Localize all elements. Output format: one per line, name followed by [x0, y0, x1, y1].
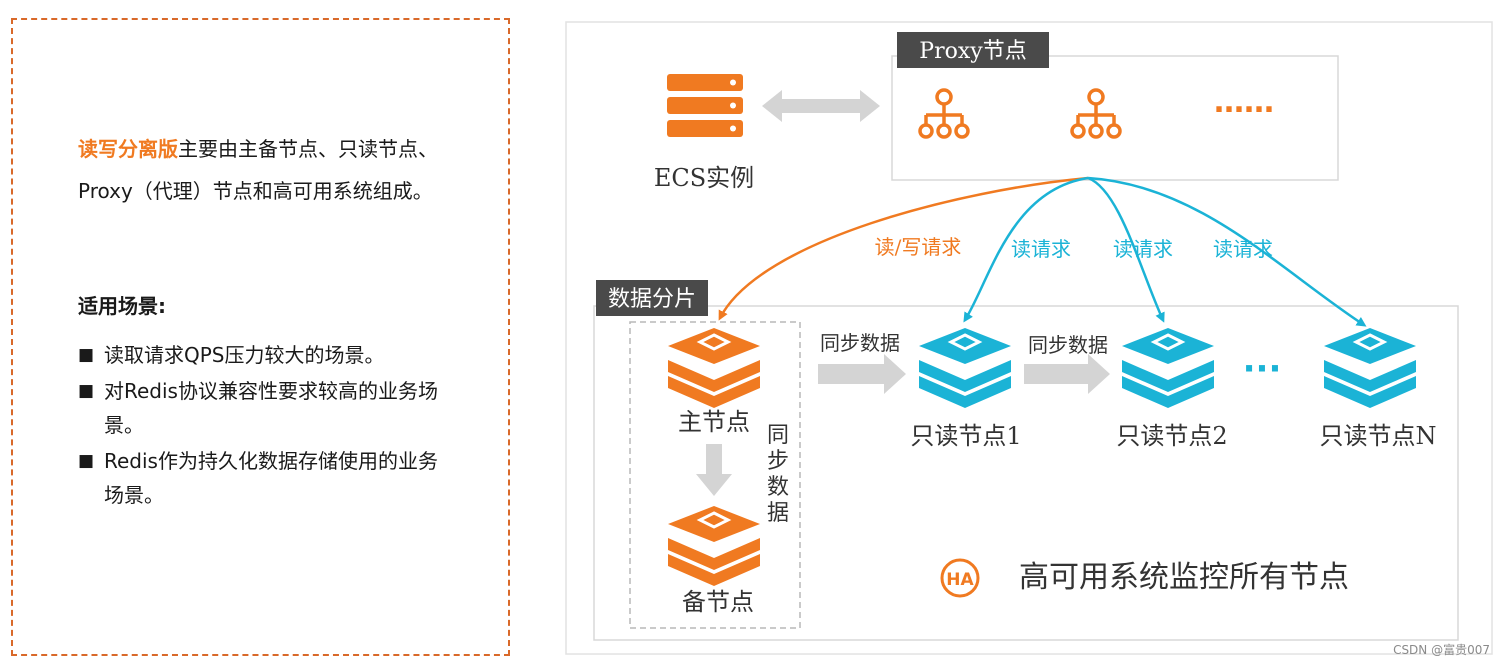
ha-badge-text: HA: [946, 570, 974, 590]
intro-text: 主要由主备节点、只读节点、Proxy（代理）节点和高可用系统组成。: [78, 137, 438, 203]
read-request-label: 读请求: [1213, 237, 1273, 261]
ha-label: 高可用系统监控所有节点: [1019, 560, 1349, 595]
ecs-label: ECS实例: [654, 164, 754, 192]
intro-highlight: 读写分离版: [78, 137, 178, 161]
bullet-square-icon: ■: [78, 345, 95, 365]
read-request-label: 读请求: [1011, 237, 1071, 261]
scenarios-list: ■读取请求QPS压力较大的场景。 ■对Redis协议兼容性要求较高的业务场景。 …: [78, 338, 448, 514]
master-label: 主节点: [678, 408, 750, 436]
sync-vertical-char: 同: [767, 423, 789, 448]
sync-label-1: 同步数据: [820, 331, 900, 355]
read-write-request-label: 读/写请求: [875, 235, 962, 259]
sync-vertical-char: 据: [767, 501, 789, 526]
master-redis-icon: [668, 328, 760, 408]
replica-redis-icon-n: [1324, 328, 1416, 408]
scenario-text: Redis作为持久化数据存储使用的业务场景。: [104, 449, 438, 507]
sync-label-2: 同步数据: [1028, 333, 1108, 357]
replica-redis-icon-1: [919, 328, 1011, 408]
backup-redis-icon: [668, 506, 760, 586]
scenario-item: ■ 读取请求QPS压力较大的场景。: [78, 338, 448, 372]
read-write-request-arrow: [718, 176, 1089, 321]
replica-redis-icon-2: [1122, 328, 1214, 408]
read-request-arrow-1: [963, 176, 1089, 323]
sync-vertical-char: 数: [767, 475, 789, 500]
scenario-item: ■ Redis作为持久化数据存储使用的业务场景。: [78, 444, 448, 512]
replica-label-1: 只读节点1: [910, 422, 1021, 450]
scenario-item: ■ 对Redis协议兼容性要求较高的业务场景。: [78, 374, 448, 442]
master-to-backup-arrow: [696, 444, 732, 496]
watermark-text: CSDN @富贵007: [1393, 643, 1490, 657]
proxy-label-bg: [897, 32, 1049, 68]
scenarios-title: 适用场景:: [78, 294, 166, 318]
shard-panel: [593, 305, 1459, 641]
replica-label-n: 只读节点N: [1320, 422, 1437, 450]
sync-arrow-2: [1024, 354, 1110, 394]
bullet-square-icon: ■: [78, 381, 95, 401]
proxy-label: Proxy节点: [919, 39, 1026, 64]
read-request-label: 读请求: [1113, 237, 1173, 261]
proxy-more-dots: ……: [1214, 85, 1274, 120]
scenario-text: 读取请求QPS压力较大的场景。: [104, 343, 385, 367]
master-backup-group: [629, 321, 801, 629]
shard-label: 数据分片: [608, 287, 696, 312]
scenario-text: 对Redis协议兼容性要求较高的业务场景。: [104, 379, 438, 437]
bullet-square-icon: ■: [78, 451, 95, 471]
replica-label-2: 只读节点2: [1116, 422, 1227, 450]
ecs-server-icon: [667, 74, 743, 137]
read-request-arrow-2: [1087, 176, 1165, 323]
sync-arrow-1: [818, 354, 906, 394]
ecs-proxy-double-arrow: [762, 90, 880, 122]
info-card: [11, 18, 510, 656]
replica-more-dots: ···: [1243, 349, 1282, 389]
intro-paragraph: 读写分离版主要由主备节点、只读节点、Proxy（代理）节点和高可用系统组成。: [78, 128, 438, 212]
ha-badge-icon: [940, 558, 980, 598]
shard-label-bg: [596, 280, 708, 316]
backup-label: 备节点: [682, 588, 754, 616]
sync-vertical-char: 步: [767, 449, 789, 474]
read-request-arrow-3: [1087, 176, 1367, 327]
